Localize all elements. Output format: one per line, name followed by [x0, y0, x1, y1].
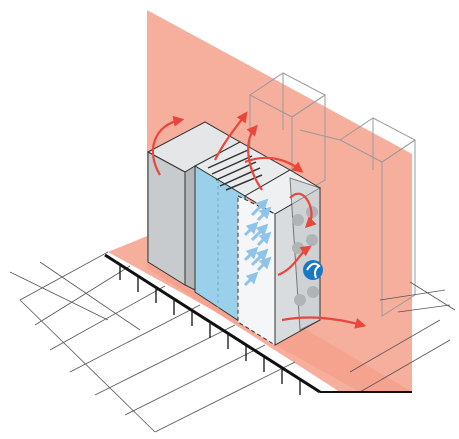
- brand-logo-icon: [303, 260, 323, 280]
